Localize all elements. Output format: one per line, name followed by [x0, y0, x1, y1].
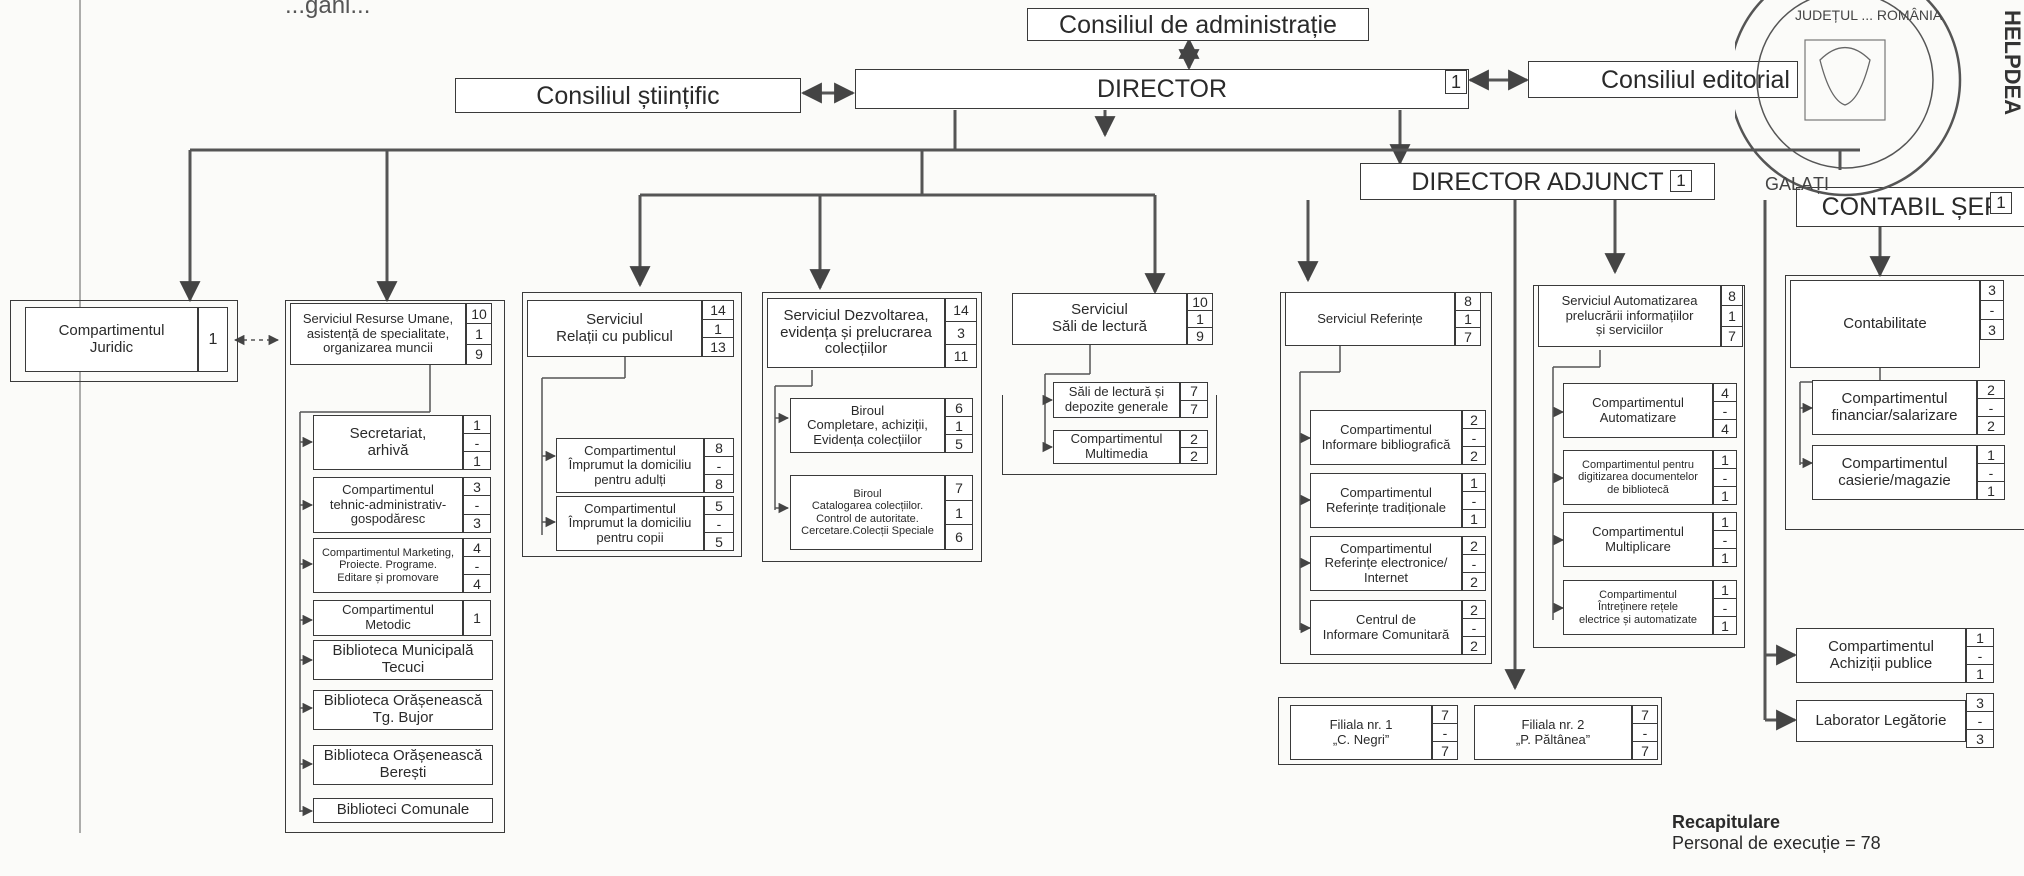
hr-child-metodic-count: 1 [463, 600, 491, 636]
public-child-adults: Compartimentul Împrumut la domiciliu pen… [556, 438, 704, 493]
hr-child-beresti: Biblioteca Orășenească Berești [313, 745, 493, 785]
public-frame [522, 292, 742, 557]
references-child-traditionale: Compartimentul Referințe tradiționale [1310, 473, 1462, 528]
hr-child-comunale: Biblioteci Comunale [313, 798, 493, 823]
branch-1-box: Filiala nr. 1 „C. Negri” [1290, 705, 1432, 760]
branches-frame [1278, 697, 1662, 765]
hr-child-tehnic-counts: 3-3 [463, 477, 491, 533]
development-child-completare: Biroul Completare, achiziții, Evidența c… [790, 398, 945, 453]
acquisitions-counts: 1-1 [1966, 628, 1994, 683]
branch-2-counts: 7-7 [1632, 705, 1658, 760]
automation-child-multiplicare-counts: 1-1 [1713, 512, 1737, 567]
branch-2-box: Filiala nr. 2 „P. Păltânea” [1474, 705, 1632, 760]
hr-child-marketing: Compartimentul Marketing, Proiecte. Prog… [313, 538, 463, 593]
automation-child-multiplicare: Compartimentul Multiplicare [1563, 512, 1713, 567]
development-service-box: Serviciul Dezvoltarea, evidența și prelu… [767, 298, 945, 368]
automation-child-digitizare: Compartimentul pentru digitizarea docume… [1563, 450, 1713, 505]
hr-child-metodic: Compartimentul Metodic [313, 600, 463, 636]
accounting-child-financiar-counts: 2-2 [1977, 380, 2005, 435]
stamp-text-top: JUDEȚUL ... ROMÂNIA [1795, 7, 1943, 23]
automation-child-intretinere-counts: 1-1 [1713, 580, 1737, 635]
automation-child-digitizare-counts: 1-1 [1713, 450, 1737, 505]
public-child-adults-counts: 8-8 [704, 438, 734, 493]
deputy-director-count: 1 [1670, 170, 1692, 192]
juridic-box: Compartimentul Juridic [25, 307, 198, 372]
hr-child-secretariat: Secretariat, arhivă [313, 415, 463, 470]
side-text: HELPDEA [2000, 10, 2024, 115]
public-service-box: Serviciul Relații cu publicul [527, 300, 702, 357]
acquisitions-box: Compartimentul Achiziții publice [1796, 628, 1966, 683]
accounting-child-casierie-counts: 1-1 [1977, 445, 2005, 500]
accounting-box: Contabilitate [1790, 280, 1980, 368]
hr-child-tecuci: Biblioteca Municipală Tecuci [313, 640, 493, 680]
automation-child-intretinere: Compartimentul Întreținere rețele electr… [1563, 580, 1713, 635]
hr-child-tgbujor: Biblioteca Orășenească Tg. Bujor [313, 690, 493, 730]
reading-service-box: Serviciul Săli de lectură [1012, 293, 1187, 345]
chief-accountant-box: CONTABIL ȘEF [1796, 187, 2024, 227]
editorial-council-box: Consiliul editorial [1528, 61, 1798, 98]
hr-child-tehnic: Compartimentul tehnic-administrativ- gos… [313, 477, 463, 533]
references-child-electronice-counts: 2-2 [1462, 536, 1486, 591]
references-child-comunitara-counts: 2-2 [1462, 600, 1486, 655]
recap: Recapitulare Personal de execuție = 78 [1672, 790, 1881, 876]
board-box: Consiliul de administrație [1027, 8, 1369, 41]
director-box: DIRECTOR [855, 69, 1469, 109]
references-child-traditionale-counts: 1-1 [1462, 473, 1486, 528]
stamp-text: GALAȚI [1765, 174, 1829, 194]
chief-accountant-count: 1 [1990, 192, 2012, 214]
director-count: 1 [1445, 70, 1467, 94]
binding-counts: 3-3 [1966, 693, 1994, 748]
title-fragment: ...gani... [285, 0, 371, 19]
hr-child-marketing-counts: 4-4 [463, 538, 491, 593]
reading-child-multimedia: Compartimentul Multimedia [1053, 430, 1180, 464]
hr-service-box: Serviciul Resurse Umane, asistență de sp… [290, 303, 466, 365]
recap-line: Personal de execuție = 78 [1672, 833, 1881, 854]
branch-1-counts: 7-7 [1432, 705, 1458, 760]
accounting-child-financiar: Compartimentul financiar/salarizare [1812, 380, 1977, 435]
reading-child-sali: Săli de lectură și depozite generale [1053, 382, 1180, 418]
automation-child-automatizare: Compartimentul Automatizare [1563, 383, 1713, 438]
public-child-kids: Compartimentul Împrumut la domiciliu pen… [556, 496, 704, 551]
accounting-child-casierie: Compartimentul casierie/magazie [1812, 445, 1977, 500]
hr-child-secretariat-counts: 1-1 [463, 415, 491, 470]
scientific-council-box: Consiliul științific [455, 78, 801, 113]
public-child-kids-counts: 5-5 [704, 496, 734, 551]
references-child-bibliografica: Compartimentul Informare bibliografică [1310, 410, 1462, 465]
recap-title: Recapitulare [1672, 811, 1781, 832]
director-label: DIRECTOR [1096, 75, 1228, 103]
reading-frame [1002, 395, 1217, 475]
official-stamp: GALAȚI JUDEȚUL ... ROMÂNIA HELPDEA [1735, 0, 2024, 197]
juridic-frame [10, 300, 238, 382]
references-service-box: Serviciul Referințe [1285, 292, 1455, 346]
deputy-director-box: DIRECTOR ADJUNCT [1360, 163, 1715, 200]
development-frame [762, 292, 982, 562]
automation-child-automatizare-counts: 4-4 [1713, 383, 1737, 438]
references-child-bibliografica-counts: 2-2 [1462, 410, 1486, 465]
development-child-catalogare: Biroul Catalogarea colecțiilor. Control … [790, 475, 945, 550]
binding-box: Laborator Legătorie [1796, 700, 1966, 742]
accounting-counts: 3-3 [1980, 280, 2004, 340]
references-child-comunitara: Centrul de Informare Comunitară [1310, 600, 1462, 655]
accounting-frame [1785, 275, 2024, 530]
automation-service-box: Serviciul Automatizarea prelucrării info… [1538, 285, 1721, 347]
references-child-electronice: Compartimentul Referințe electronice/ In… [1310, 536, 1462, 591]
deputy-director-label: DIRECTOR ADJUNCT [1411, 167, 1664, 196]
juridic-count: 1 [198, 307, 228, 372]
connector-lines [79, 0, 1891, 833]
